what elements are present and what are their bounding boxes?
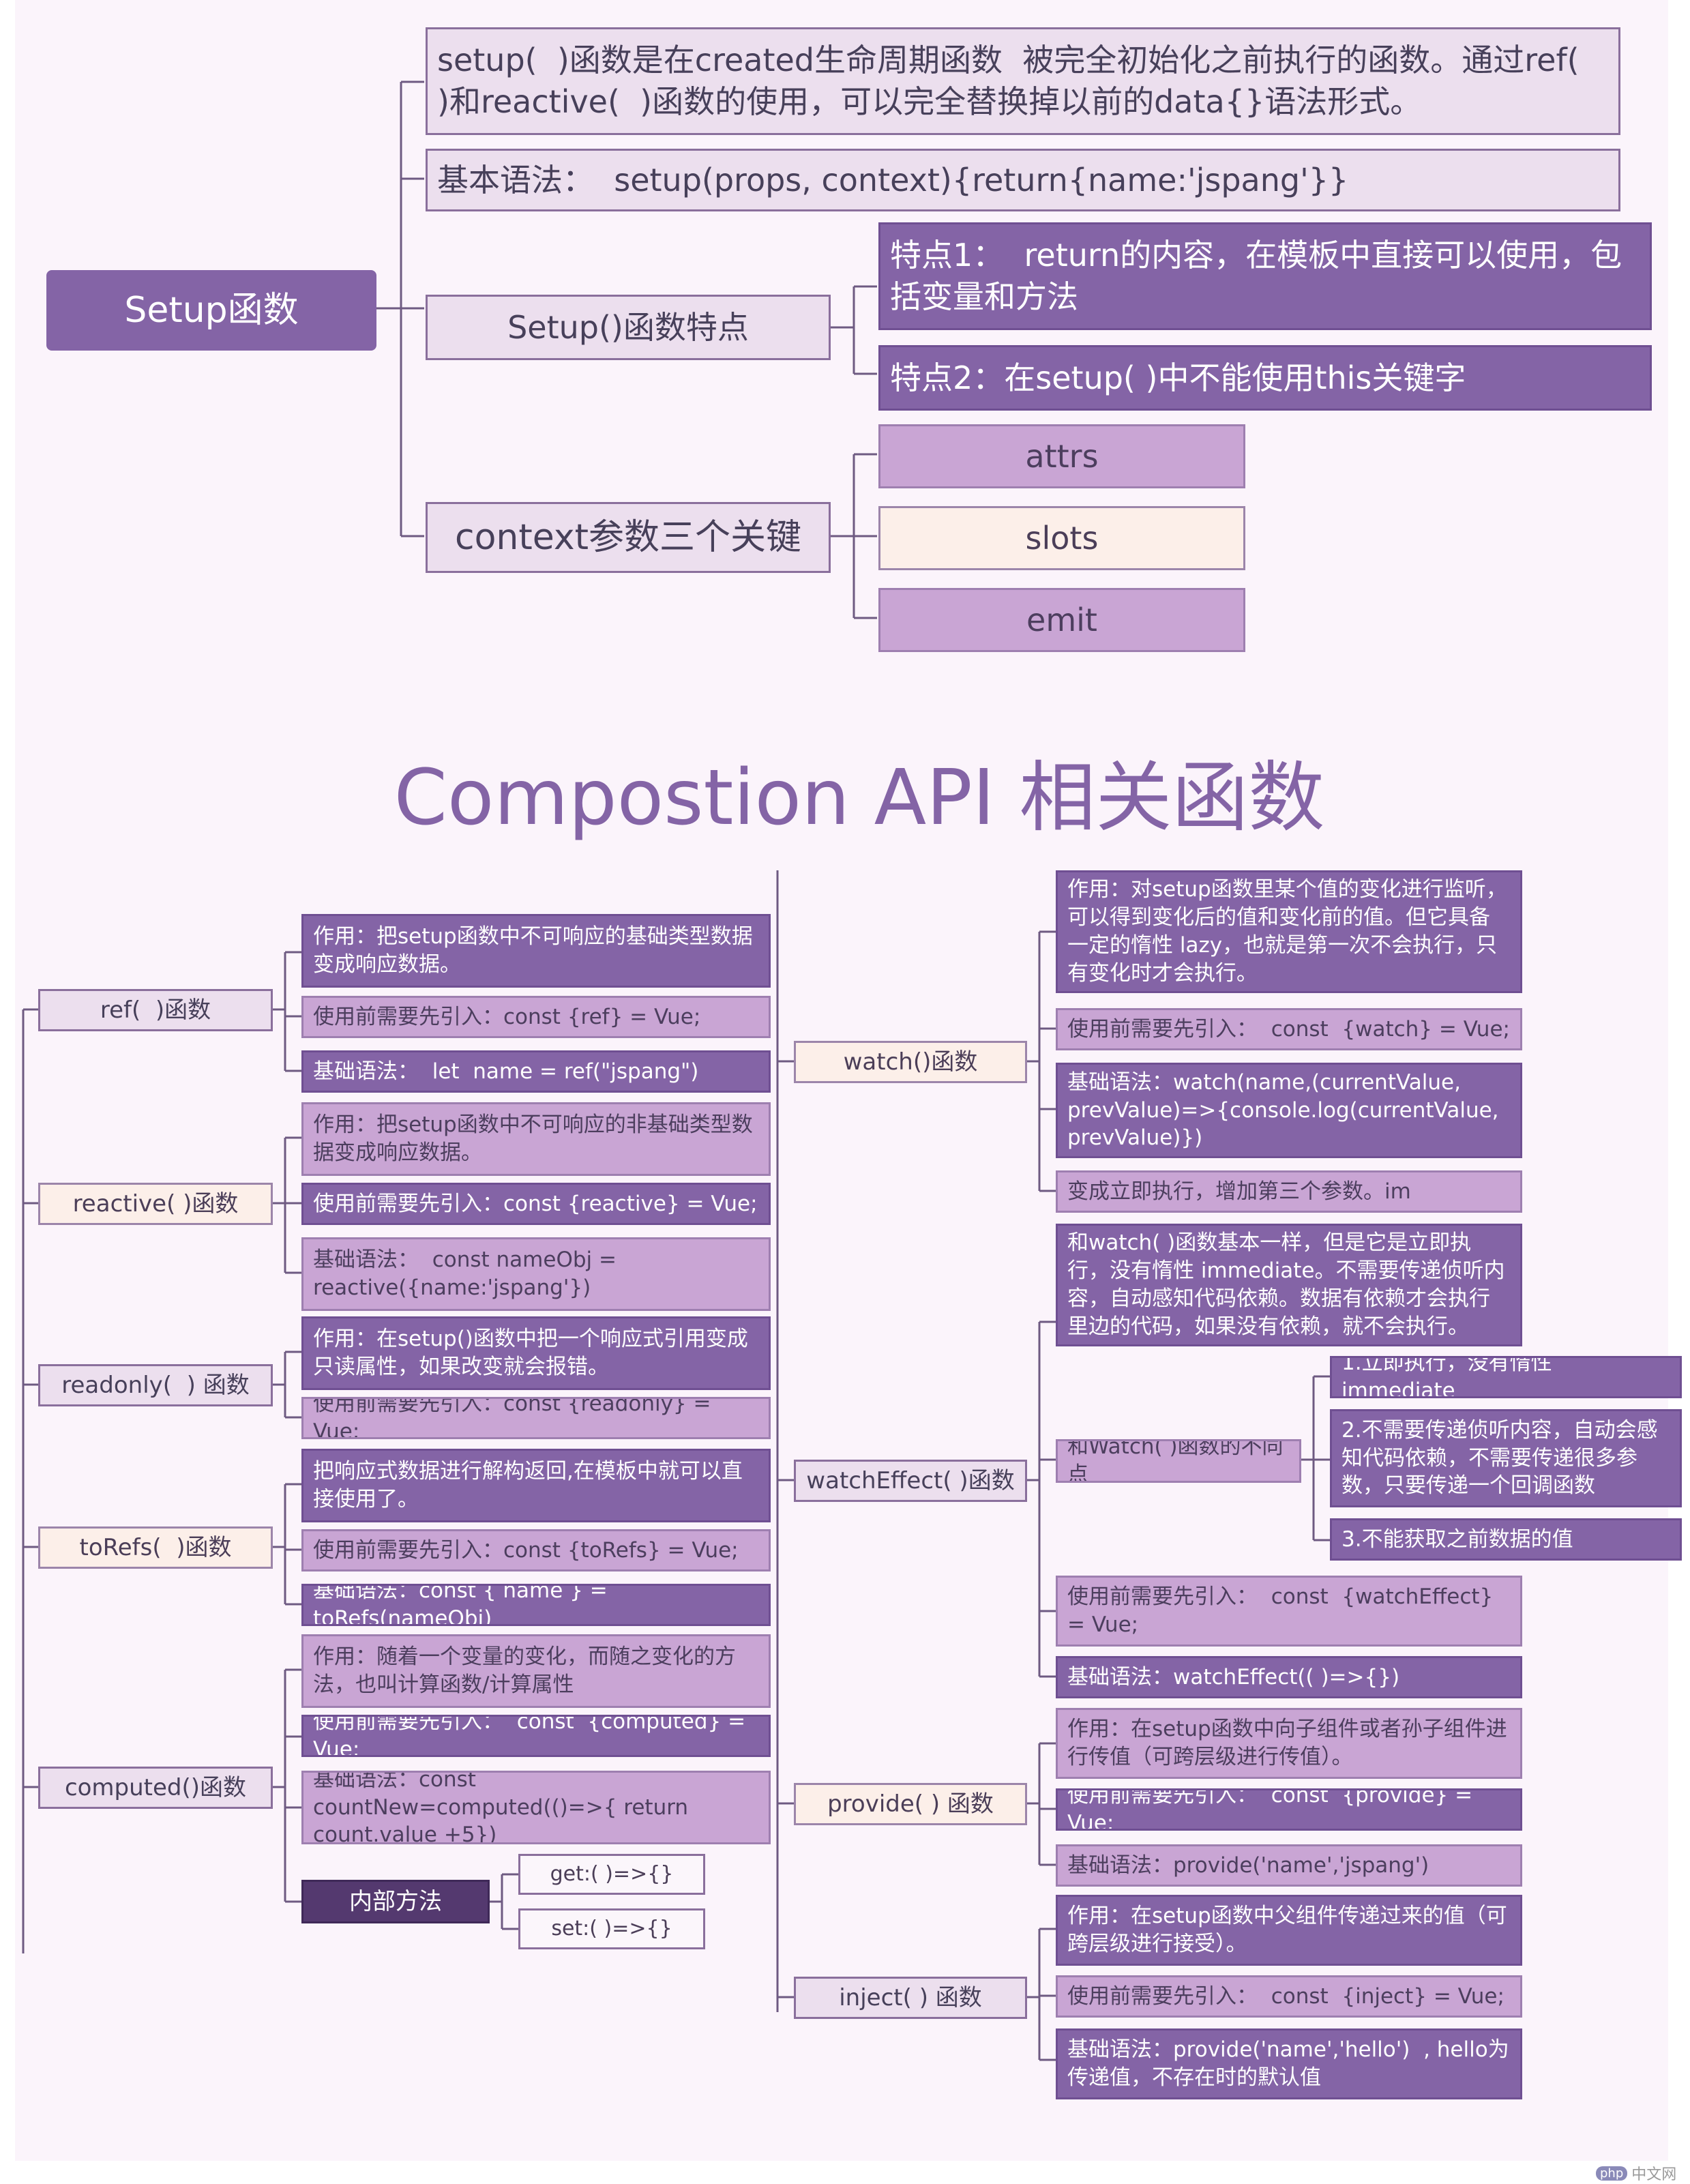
watcheffect-diff1-node[interactable]: 1.立即执行，没有惰性 immediate <box>1330 1356 1682 1398</box>
provide-import-node[interactable]: 使用前需要先引入： const {provide} = Vue; <box>1056 1788 1522 1831</box>
reactive-syntax-node[interactable]: 基础语法： const nameObj = reactive({name:'js… <box>301 1237 771 1311</box>
watcheffect-diff3-node[interactable]: 3.不能获取之前数据的值 <box>1330 1518 1682 1561</box>
watch-import-node[interactable]: 使用前需要先引入： const {watch} = Vue; <box>1056 1008 1522 1050</box>
ref-syntax-node[interactable]: 基础语法： let name = ref("jspang") <box>301 1050 771 1093</box>
ref-import-node[interactable]: 使用前需要先引入：const {ref} = Vue; <box>301 996 771 1038</box>
inject-purpose-node[interactable]: 作用：在setup函数中父组件传递过来的值（可跨层级进行接受）。 <box>1056 1895 1522 1966</box>
ref-purpose-node[interactable]: 作用：把setup函数中不可响应的基础类型数据变成响应数据。 <box>301 914 771 988</box>
provide-function-node[interactable]: provide( ) 函数 <box>794 1783 1027 1825</box>
inject-syntax-node[interactable]: 基础语法：provide('name','hello') , hello为传递值… <box>1056 2028 1522 2099</box>
provide-purpose-node[interactable]: 作用：在setup函数中向子组件或者孙子组件进行传值（可跨层级进行传值）。 <box>1056 1708 1522 1779</box>
context-key-slots[interactable]: slots <box>878 506 1245 570</box>
torefs-purpose-node[interactable]: 把响应式数据进行解构返回,在模板中就可以直接使用了。 <box>301 1449 771 1522</box>
reactive-function-node[interactable]: reactive( )函数 <box>38 1183 273 1225</box>
computed-import-node[interactable]: 使用前需要先引入： const {computed} = Vue; <box>301 1715 771 1757</box>
computed-inner-methods-node[interactable]: 内部方法 <box>301 1880 490 1923</box>
computed-function-node[interactable]: computed()函数 <box>38 1767 273 1809</box>
readonly-import-node[interactable]: 使用前需要先引入：const {readonly} = Vue; <box>301 1397 771 1439</box>
site-watermark: php 中文网 <box>1596 2162 1676 2184</box>
setup-syntax-node[interactable]: 基本语法： setup(props, context){return{name:… <box>426 149 1620 211</box>
setup-features-node[interactable]: Setup()函数特点 <box>426 295 831 360</box>
watcheffect-function-node[interactable]: watchEffect( )函数 <box>794 1460 1027 1502</box>
watcheffect-diff-node[interactable]: 和Watch( )函数的不同点 <box>1056 1439 1301 1483</box>
inject-function-node[interactable]: inject( ) 函数 <box>794 1977 1027 2019</box>
torefs-syntax-node[interactable]: 基础语法：const { name } = toRefs(nameObj) <box>301 1584 771 1626</box>
computed-syntax-node[interactable]: 基础语法：const countNew=computed(()=>{ retur… <box>301 1771 771 1844</box>
computed-setter-node[interactable]: set:( )=>{} <box>518 1908 705 1949</box>
context-key-emit[interactable]: emit <box>878 588 1245 652</box>
readonly-purpose-node[interactable]: 作用：在setup()函数中把一个响应式引用变成只读属性，如果改变就会报错。 <box>301 1316 771 1390</box>
computed-getter-node[interactable]: get:( )=>{} <box>518 1854 705 1895</box>
setup-root-node[interactable]: Setup函数 <box>46 270 376 351</box>
watcheffect-description-node[interactable]: 和watch( )函数基本一样，但是它是立即执行，没有惰性 immediate。… <box>1056 1224 1522 1346</box>
ref-function-node[interactable]: ref( )函数 <box>38 989 273 1031</box>
watermark-text: 中文网 <box>1631 2166 1677 2183</box>
setup-feature1-node[interactable]: 特点1： return的内容，在模板中直接可以使用，包括变量和方法 <box>878 222 1652 330</box>
php-logo-icon: php <box>1596 2166 1628 2181</box>
watch-purpose-node[interactable]: 作用：对setup函数里某个值的变化进行监听，可以得到变化后的值和变化前的值。但… <box>1056 870 1522 993</box>
watcheffect-import-node[interactable]: 使用前需要先引入： const {watchEffect} = Vue; <box>1056 1576 1522 1647</box>
watch-immediate-node[interactable]: 变成立即执行，增加第三个参数。im <box>1056 1170 1522 1213</box>
watch-syntax-node[interactable]: 基础语法：watch(name,(currentValue, prevValue… <box>1056 1063 1522 1158</box>
context-key-attrs[interactable]: attrs <box>878 424 1245 488</box>
setup-context-node[interactable]: context参数三个关键 <box>426 502 831 573</box>
composition-api-title: Compostion API 相关函数 <box>394 754 1325 842</box>
reactive-import-node[interactable]: 使用前需要先引入：const {reactive} = Vue; <box>301 1183 771 1225</box>
setup-description-node[interactable]: setup( )函数是在created生命周期函数 被完全初始化之前执行的函数。… <box>426 27 1620 135</box>
watcheffect-syntax-node[interactable]: 基础语法：watchEffect(( )=>{}) <box>1056 1656 1522 1698</box>
watch-function-node[interactable]: watch()函数 <box>794 1041 1027 1083</box>
provide-syntax-node[interactable]: 基础语法：provide('name','jspang') <box>1056 1844 1522 1887</box>
watch-import-text: 使用前需要先引入： const {watch} = Vue; <box>1067 1016 1510 1042</box>
setup-feature2-node[interactable]: 特点2：在setup( )中不能使用this关键字 <box>878 345 1652 411</box>
reactive-purpose-node[interactable]: 作用：把setup函数中不可响应的非基础类型数据变成响应数据。 <box>301 1102 771 1176</box>
readonly-function-node[interactable]: readonly( ) 函数 <box>38 1364 273 1406</box>
torefs-function-node[interactable]: toRefs( )函数 <box>38 1526 273 1569</box>
torefs-import-node[interactable]: 使用前需要先引入：const {toRefs} = Vue; <box>301 1529 771 1571</box>
computed-purpose-node[interactable]: 作用：随着一个变量的变化，而随之变化的方法，也叫计算函数/计算属性 <box>301 1634 771 1708</box>
watcheffect-diff2-node[interactable]: 2.不需要传递侦听内容，自动会感知代码依赖，不需要传递很多参数，只要传递一个回调… <box>1330 1409 1682 1507</box>
inject-import-node[interactable]: 使用前需要先引入： const {inject} = Vue; <box>1056 1975 1522 2018</box>
